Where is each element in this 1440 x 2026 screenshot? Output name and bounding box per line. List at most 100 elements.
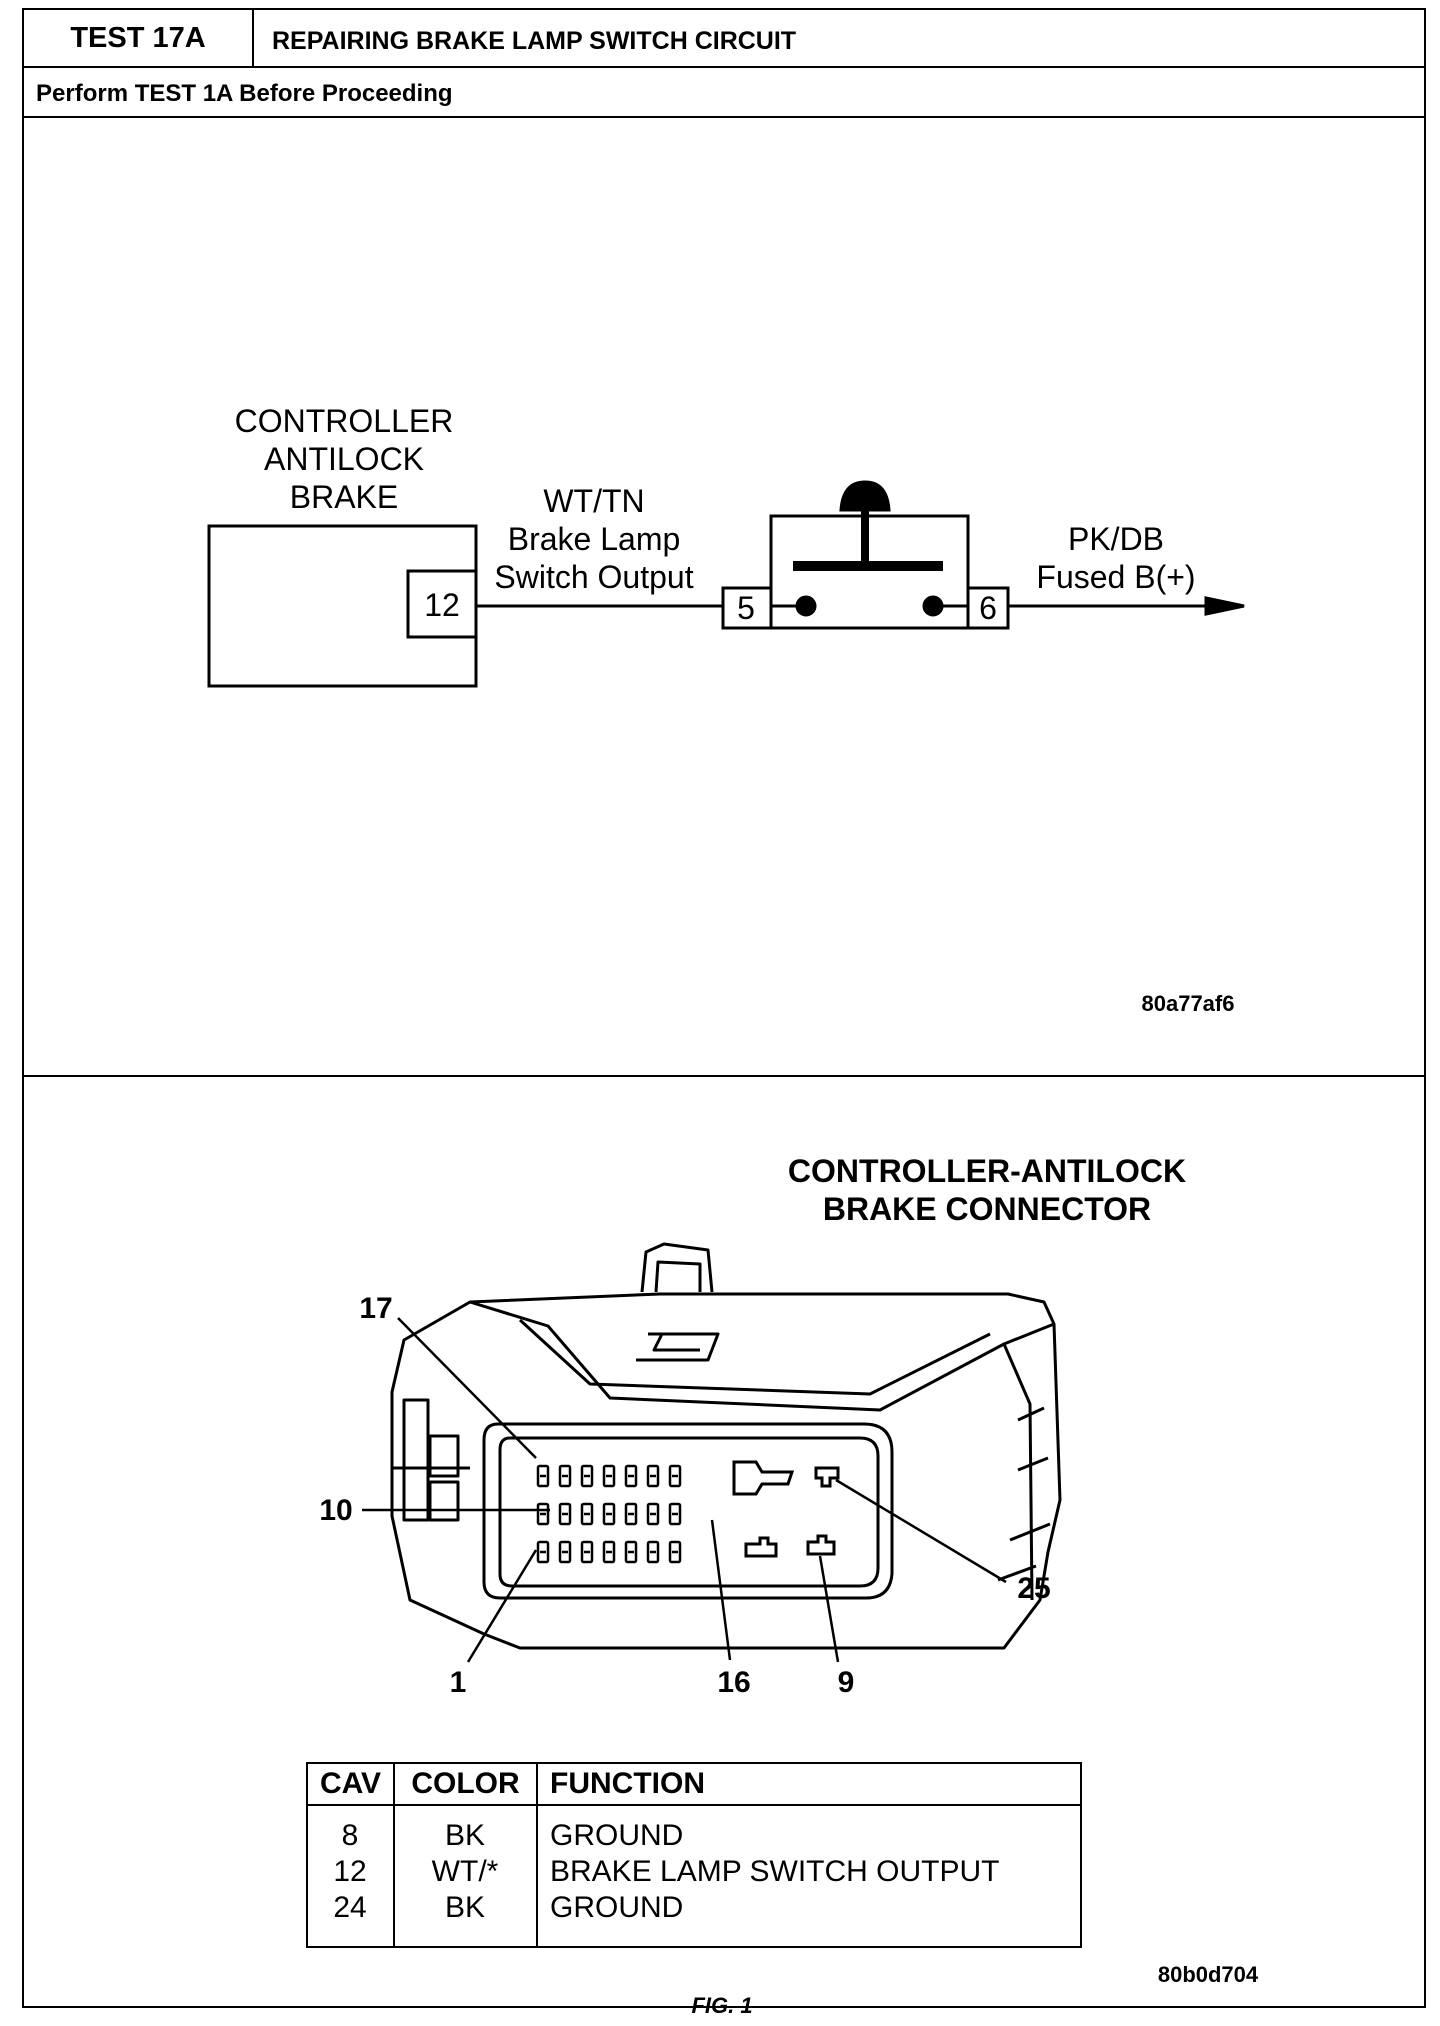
callout-25: 25 bbox=[1017, 1572, 1050, 1605]
table-body-row: 8 12 24 BK WT/* BK GROUND BRAKE LAMP SWI… bbox=[308, 1805, 1080, 1946]
prerequisite-row: Perform TEST 1A Before Proceeding bbox=[24, 68, 1424, 118]
connector-left-ribs bbox=[392, 1398, 470, 1522]
connector-latch bbox=[640, 1242, 714, 1293]
test-id: TEST 17A bbox=[24, 10, 254, 66]
wire-left-label-line3: Switch Output bbox=[494, 559, 693, 595]
schematic-figure-code: 80a77af6 bbox=[1142, 991, 1235, 1016]
terminal-cavity bbox=[646, 1502, 660, 1526]
connector-top-face-inner bbox=[518, 1318, 991, 1396]
callout-17: 17 bbox=[359, 1292, 392, 1325]
callout-1: 1 bbox=[450, 1666, 467, 1699]
wire-right-label-line1: PK/DB bbox=[1068, 521, 1164, 557]
terminal-cavity bbox=[646, 1540, 660, 1564]
cavity-large-top bbox=[732, 1460, 795, 1496]
connector-footer: 80b0d704 FIG. 1 bbox=[691, 1962, 1258, 2018]
leader-17 bbox=[397, 1317, 537, 1459]
connector-figure-code: 80b0d704 bbox=[1158, 1962, 1259, 1987]
connector-cavities bbox=[536, 1464, 682, 1564]
terminal-cavity bbox=[624, 1502, 638, 1526]
leader-16 bbox=[710, 1519, 732, 1661]
switch-plunger-cap bbox=[839, 480, 891, 512]
leader-9 bbox=[818, 1555, 840, 1663]
terminal-cavity bbox=[668, 1540, 682, 1564]
terminal-cavity bbox=[580, 1464, 594, 1488]
terminal-cavity bbox=[602, 1540, 616, 1564]
connector-latch-inner bbox=[654, 1260, 702, 1293]
connector-front-face-inner bbox=[498, 1436, 880, 1588]
terminal-cavity bbox=[646, 1464, 660, 1488]
terminal-cavity bbox=[558, 1502, 572, 1526]
terminal-cavity bbox=[602, 1464, 616, 1488]
connector-right-ribs bbox=[997, 1343, 1051, 1601]
cavity-table-grid: CAV COLOR FUNCTION 8 12 24 BK WT/* BK GR… bbox=[308, 1764, 1080, 1946]
switch-terminal-left bbox=[795, 595, 817, 617]
callout-16: 16 bbox=[717, 1666, 750, 1699]
cavity-25 bbox=[814, 1466, 840, 1488]
table-cell-color: BK bbox=[444, 1891, 486, 1924]
leader-25 bbox=[835, 1478, 1007, 1584]
table-cell-function: BRAKE LAMP SWITCH OUTPUT bbox=[550, 1855, 1000, 1888]
terminal-cavity bbox=[558, 1540, 572, 1564]
terminal-cavity bbox=[536, 1502, 550, 1526]
header-row: TEST 17A REPAIRING BRAKE LAMP SWITCH CIR… bbox=[24, 10, 1424, 68]
switch-pin-right-box bbox=[966, 586, 1010, 630]
controller-label-line3: BRAKE bbox=[290, 479, 398, 515]
section-divider bbox=[24, 1075, 1424, 1077]
connector-callout-lines bbox=[362, 1317, 1007, 1663]
cavity-9 bbox=[806, 1534, 836, 1556]
terminal-cavity bbox=[624, 1464, 638, 1488]
connector-top-face bbox=[469, 1300, 1055, 1412]
col-header-function: FUNCTION bbox=[537, 1764, 1080, 1806]
col-header-cav: CAV bbox=[308, 1764, 395, 1806]
terminal-cavity bbox=[580, 1540, 594, 1564]
table-header-row: CAV COLOR FUNCTION bbox=[308, 1764, 1080, 1806]
cavity-table: CAV COLOR FUNCTION 8 12 24 BK WT/* BK GR… bbox=[306, 1762, 1082, 1948]
terminal-cavity bbox=[668, 1464, 682, 1488]
connector-title-line2: BRAKE CONNECTOR bbox=[823, 1191, 1151, 1227]
page-frame: TEST 17A REPAIRING BRAKE LAMP SWITCH CIR… bbox=[22, 8, 1426, 2008]
test-title: REPAIRING BRAKE LAMP SWITCH CIRCUIT bbox=[272, 27, 797, 55]
table-cell-function: GROUND bbox=[550, 1819, 684, 1852]
terminal-cavity bbox=[558, 1464, 572, 1488]
connector-title: CONTROLLER-ANTILOCK BRAKE CONNECTOR bbox=[788, 1153, 1186, 1227]
connector-callouts: 17 10 1 16 9 25 bbox=[319, 1292, 1050, 1699]
schematic-labels: CONTROLLER ANTILOCK BRAKE 12 WT/TN Brake… bbox=[235, 403, 1235, 1016]
connector-large-cavities bbox=[732, 1460, 840, 1558]
table-cell-color: WT/* bbox=[431, 1855, 499, 1888]
table-cell-cav: 8 bbox=[341, 1819, 359, 1852]
cav-column: 8 12 24 bbox=[308, 1805, 395, 1946]
switch-pin-right-number: 6 bbox=[979, 590, 997, 626]
connector-title-line1: CONTROLLER-ANTILOCK bbox=[788, 1153, 1186, 1189]
controller-label-line2: ANTILOCK bbox=[264, 441, 424, 477]
terminal-cavity bbox=[624, 1540, 638, 1564]
table-cell-cav: 12 bbox=[333, 1855, 367, 1888]
terminal-cavity bbox=[668, 1502, 682, 1526]
figure-caption: FIG. 1 bbox=[691, 1993, 752, 2018]
connector-housing bbox=[390, 1292, 1062, 1650]
connector-key-slot bbox=[636, 1332, 720, 1362]
controller-label-line1: CONTROLLER bbox=[235, 403, 454, 439]
connector-drawing bbox=[390, 1242, 1062, 1650]
cavity-mid-left bbox=[744, 1536, 778, 1558]
col-header-color: COLOR bbox=[394, 1764, 538, 1806]
controller-pin-box bbox=[406, 569, 478, 639]
switch-pin-left-number: 5 bbox=[737, 590, 755, 626]
color-column: BK WT/* BK bbox=[394, 1805, 538, 1946]
wire-left-label-line1: WT/TN bbox=[543, 483, 644, 519]
schematic bbox=[207, 480, 1245, 688]
terminal-cavity bbox=[602, 1502, 616, 1526]
callout-9: 9 bbox=[838, 1666, 855, 1699]
table-cell-cav: 24 bbox=[333, 1891, 367, 1924]
leader-1 bbox=[466, 1549, 538, 1663]
switch-terminal-right bbox=[922, 595, 944, 617]
wire-arrow-icon bbox=[1204, 596, 1245, 616]
function-column: GROUND BRAKE LAMP SWITCH OUTPUT GROUND bbox=[537, 1805, 1080, 1946]
table-cell-color: BK bbox=[444, 1819, 486, 1852]
table-cell-function: GROUND bbox=[550, 1891, 684, 1924]
controller-pin-number: 12 bbox=[424, 587, 460, 623]
terminal-cavity bbox=[580, 1502, 594, 1526]
switch-body bbox=[769, 514, 970, 630]
terminal-cavity bbox=[536, 1464, 550, 1488]
prerequisite-text: Perform TEST 1A Before Proceeding bbox=[36, 80, 453, 107]
